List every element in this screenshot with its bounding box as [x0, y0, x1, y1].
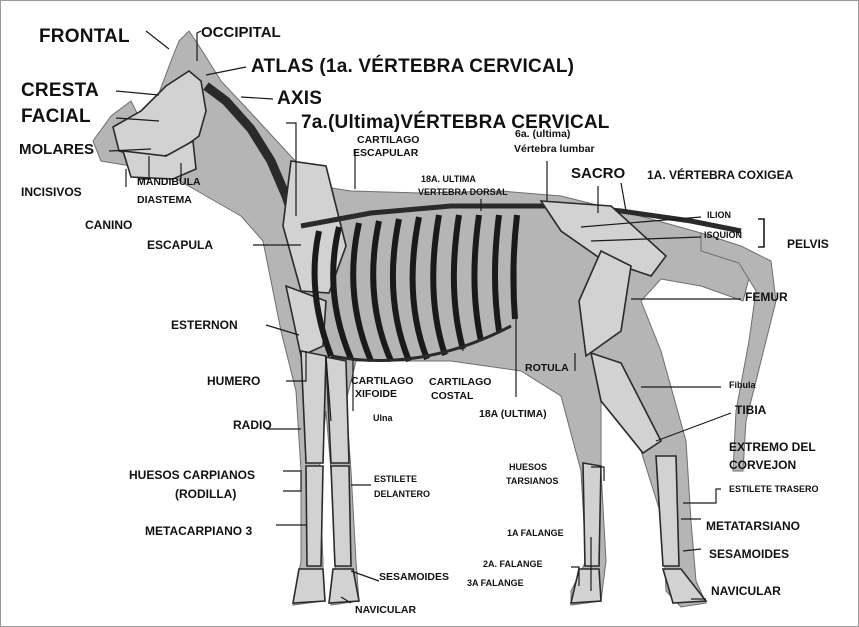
label-canino: CANINO — [85, 219, 132, 231]
label-cartilago-xifoide-line2: XIFOIDE — [355, 389, 397, 400]
label-ultima-costilla: 18A (ULTIMA) — [479, 409, 547, 420]
label-ilion: ILION — [707, 211, 731, 220]
label-tercera-falange: 3A FALANGE — [467, 579, 524, 588]
label-occipital: OCCIPITAL — [201, 25, 281, 40]
label-sacro: SACRO — [571, 166, 625, 181]
label-cartilago-escapular-line1: CARTILAGO — [357, 135, 419, 146]
label-humero: HUMERO — [207, 375, 260, 387]
label-axis: AXIS — [277, 89, 322, 108]
front-left-cannon — [306, 466, 323, 566]
hind-right-cannon — [656, 456, 679, 566]
front-right-cannon — [331, 466, 351, 566]
label-escapula: ESCAPULA — [147, 239, 213, 251]
label-frontal: FRONTAL — [39, 27, 130, 46]
label-estilete-delantero-line2: DELANTERO — [374, 490, 430, 499]
label-huesos-carpianos-line2: (RODILLA) — [175, 488, 236, 500]
label-isquion: ISQUION — [704, 231, 742, 240]
label-navicular-delantero: NAVICULAR — [355, 605, 416, 616]
label-ulna: Ulna — [373, 414, 393, 423]
label-ultima-lumbar-line1: 6a. (ultima) — [515, 129, 570, 140]
label-ultima-dorsal-line1: 18A. ULTIMA — [421, 175, 476, 184]
label-extremo-corvejon-line1: EXTREMO DEL — [729, 441, 816, 453]
label-rotula: ROTULA — [525, 363, 569, 374]
label-primera-falange: 1A FALANGE — [507, 529, 564, 538]
label-segunda-falange: 2A. FALANGE — [483, 560, 543, 569]
label-mandibula: MANDIBULA — [137, 177, 201, 188]
label-metatarsiano: METATARSIANO — [706, 520, 800, 532]
label-pelvis: PELVIS — [787, 238, 829, 250]
label-femur: FEMUR — [745, 291, 788, 303]
label-estilete-delantero-line1: ESTILETE — [374, 475, 417, 484]
radius-bone — [301, 351, 326, 463]
label-incisivos: INCISIVOS — [21, 186, 82, 198]
label-ultima-dorsal-line2: VERTEBRA DORSAL — [418, 188, 508, 197]
label-cartilago-xifoide-line1: CARTILAGO — [351, 376, 413, 387]
label-sesamoides-delantero: SESAMOIDES — [379, 572, 449, 583]
pelvis-bracket — [756, 217, 768, 249]
label-cresta-facial-line2: FACIAL — [21, 107, 91, 126]
hind-left-cannon — [583, 463, 601, 566]
label-esternon: ESTERNON — [171, 319, 238, 331]
label-coxigea: 1A. VÉRTEBRA COXIGEA — [647, 169, 793, 181]
label-huesos-tarsianos-line1: HUESOS — [509, 463, 547, 472]
label-diastema: DIASTEMA — [137, 195, 192, 206]
label-sesamoides-trasero: SESAMOIDES — [709, 548, 789, 560]
front-right-hoof — [329, 569, 359, 603]
label-cartilago-costal-line1: CARTILAGO — [429, 377, 491, 388]
label-huesos-carpianos-line1: HUESOS CARPIANOS — [129, 469, 255, 481]
label-extremo-corvejon-line2: CORVEJON — [729, 459, 796, 471]
label-atlas: ATLAS (1a. VÉRTEBRA CERVICAL) — [251, 57, 574, 76]
label-molares: MOLARES — [19, 142, 94, 157]
front-left-hoof — [293, 569, 325, 603]
label-cartilago-costal-line2: COSTAL — [431, 391, 473, 402]
label-ultima-lumbar-line2: Vértebra lumbar — [514, 144, 595, 155]
label-huesos-tarsianos-line2: TARSIANOS — [506, 477, 558, 486]
hind-radius-bone — [326, 357, 349, 463]
hind-left-hoof — [571, 569, 601, 603]
label-estilete-trasero: ESTILETE TRASERO — [729, 485, 819, 494]
label-navicular-trasero: NAVICULAR — [711, 585, 781, 597]
label-cresta-facial-line1: CRESTA — [21, 81, 99, 100]
label-cartilago-escapular-line2: ESCAPULAR — [353, 148, 418, 159]
label-tibia: TIBIA — [735, 404, 766, 416]
label-fibula: Fibula — [729, 381, 756, 390]
hind-right-hoof — [663, 569, 706, 603]
label-metacarpiano: METACARPIANO 3 — [145, 525, 252, 537]
label-radio: RADIO — [233, 419, 272, 431]
